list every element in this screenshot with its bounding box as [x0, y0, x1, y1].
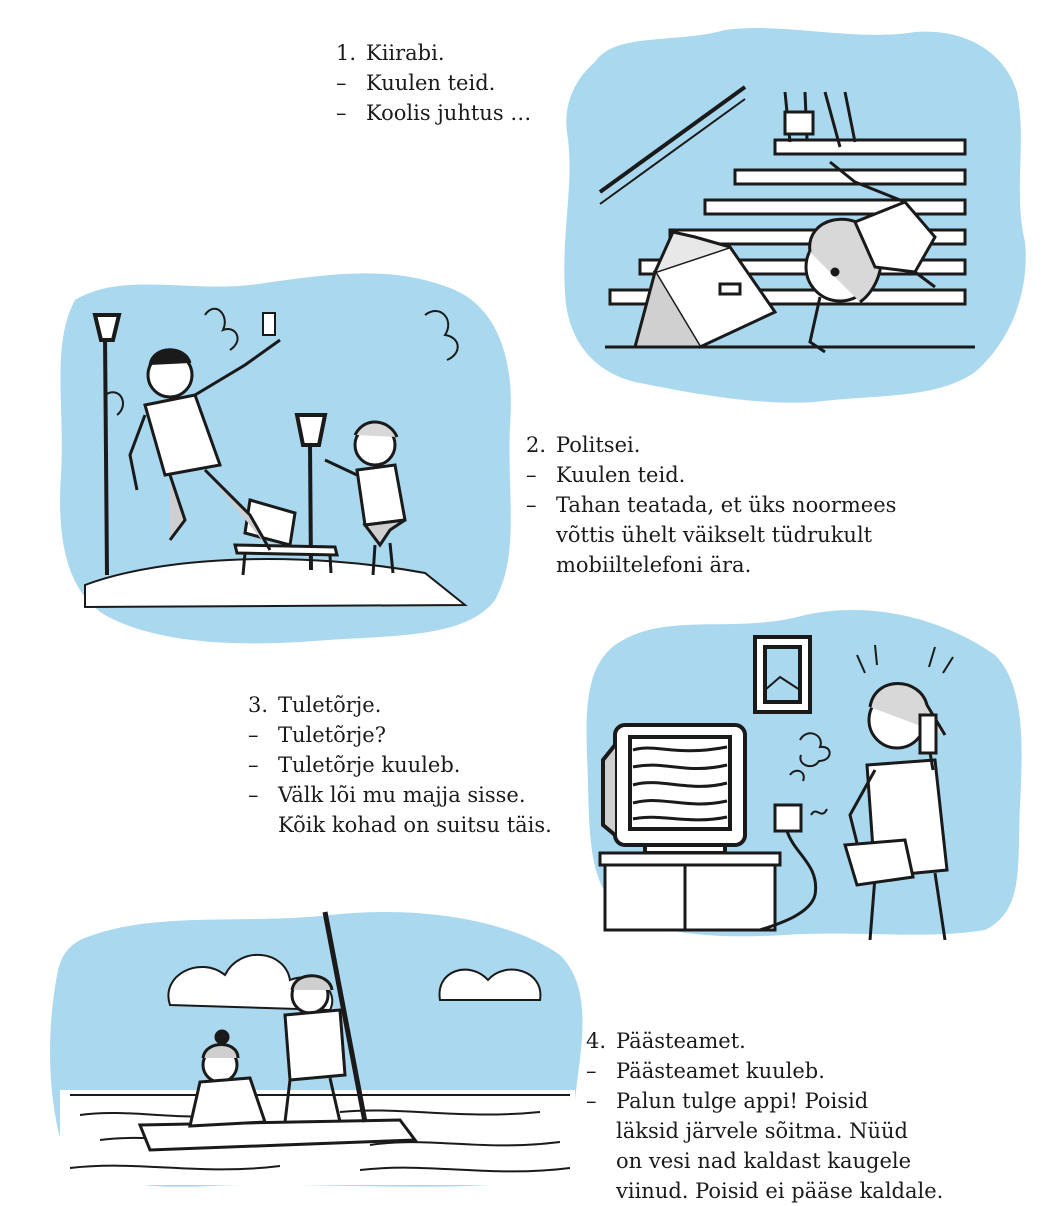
- item-number: 4.: [586, 1029, 607, 1053]
- dialogue-line-continued: läksid järvele sõitma. Nüüd: [616, 1119, 908, 1143]
- dialogue-line-continued: võttis ühelt väikselt tüdrukult: [556, 523, 873, 547]
- service-name: Politsei.: [556, 433, 641, 457]
- dialogue-line: – Kuulen teid.: [526, 460, 896, 490]
- dialogue-3: 3. Tuletõrje. – Tuletõrje? – Tuletõrje k…: [248, 690, 552, 840]
- park-theft-illustration: [45, 255, 525, 650]
- dialogue-line: – Koolis juhtus …: [336, 98, 531, 128]
- dash: –: [526, 493, 537, 517]
- dash: –: [586, 1059, 597, 1083]
- dialogue-4: 4. Päästeamet. – Päästeamet kuuleb. – Pa…: [586, 1026, 943, 1206]
- dialogue-line-continued: on vesi nad kaldast kaugele: [616, 1149, 912, 1173]
- dialogue-line-continued: viinud. Poisid ei pääse kaldale.: [616, 1179, 944, 1203]
- dash: –: [336, 71, 347, 95]
- dash: –: [526, 463, 537, 487]
- dialogue-line: – Tuletõrje?: [248, 720, 552, 750]
- dialogue-line-continued: mobiiltelefoni ära.: [556, 553, 752, 577]
- dash: –: [248, 783, 259, 807]
- dialogue-line: – Tuletõrje kuuleb.: [248, 750, 552, 780]
- dialogue-line: – Päästeamet kuuleb.: [586, 1056, 943, 1086]
- dialogue-line: – Kuulen teid.: [336, 68, 531, 98]
- dialogue-2-heading: 2. Politsei.: [526, 430, 896, 460]
- dialogue-line: – Tahan teatada, et üks noormees: [526, 490, 896, 520]
- dialogue-3-heading: 3. Tuletõrje.: [248, 690, 552, 720]
- dialogue-line: – Palun tulge appi! Poisid: [586, 1086, 943, 1116]
- item-number: 1.: [336, 41, 357, 65]
- ice-floe-rescue-illustration: [40, 900, 595, 1190]
- item-number: 3.: [248, 693, 269, 717]
- stairs-fall-illustration: [555, 22, 1030, 407]
- service-name: Kiirabi.: [366, 41, 445, 65]
- dialogue-1: 1. Kiirabi. – Kuulen teid. – Koolis juht…: [336, 38, 531, 128]
- dialogue-line-continued: Kõik kohad on suitsu täis.: [278, 813, 552, 837]
- dash: –: [336, 101, 347, 125]
- dialogue-2: 2. Politsei. – Kuulen teid. – Tahan teat…: [526, 430, 896, 580]
- dash: –: [248, 723, 259, 747]
- service-name: Päästeamet.: [616, 1029, 746, 1053]
- house-fire-illustration: [575, 595, 1030, 940]
- service-name: Tuletõrje.: [278, 693, 382, 717]
- item-number: 2.: [526, 433, 547, 457]
- dialogue-line: – Välk lõi mu majja sisse.: [248, 780, 552, 810]
- dialogue-4-heading: 4. Päästeamet.: [586, 1026, 943, 1056]
- dash: –: [586, 1089, 597, 1113]
- dash: –: [248, 753, 259, 777]
- dialogue-1-heading: 1. Kiirabi.: [336, 38, 531, 68]
